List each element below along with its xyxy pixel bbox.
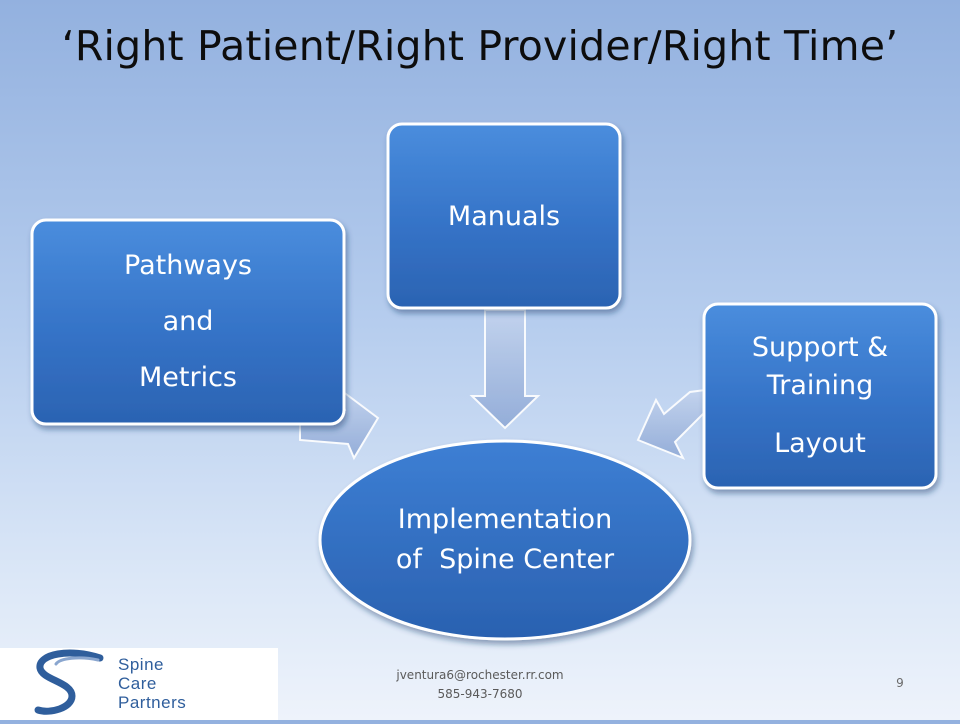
- manuals-line: Manuals: [447, 200, 561, 232]
- arrow-right-to-center: [636, 388, 706, 460]
- logo-text: Spine Care Partners: [118, 655, 186, 712]
- pathways-metrics-box: [30, 218, 346, 426]
- implementation-line: Implementation: [397, 504, 613, 535]
- footer-phone: 585-943-7680: [437, 687, 523, 701]
- spine-care-partners-logo: Spine Care Partners: [0, 648, 278, 720]
- pathways-line: Pathways: [124, 250, 252, 281]
- logo-care: Care: [118, 674, 157, 693]
- footer-contact: jventura6@rochester.rr.com 585-943-7680: [380, 666, 580, 704]
- page-number: 9: [896, 676, 904, 690]
- manuals-text: Manuals: [388, 124, 620, 308]
- footer-email: jventura6@rochester.rr.com: [396, 668, 564, 682]
- implementation-ellipse: [318, 439, 692, 641]
- training-line: Training: [766, 370, 874, 401]
- and-line: and: [162, 306, 214, 337]
- logo-partners: Partners: [118, 693, 187, 712]
- layout-line: Layout: [774, 428, 866, 459]
- manuals-box: [386, 122, 622, 310]
- pathways-metrics-text: Pathways and Metrics: [32, 220, 344, 424]
- support-training-text: Support & Training Layout: [704, 304, 936, 488]
- spine-center-line: of Spine Center: [395, 544, 615, 575]
- support-training-box: [702, 302, 938, 490]
- metrics-line: Metrics: [138, 362, 237, 393]
- arrow-top-to-center: [469, 309, 541, 430]
- implementation-text: Implementation of Spine Center: [320, 441, 690, 639]
- s-swoosh-icon: [34, 649, 104, 715]
- support-line: Support &: [751, 332, 889, 363]
- slide-title: ‘Right Patient/Right Provider/Right Time…: [61, 22, 899, 70]
- logo-spine: Spine: [118, 655, 164, 674]
